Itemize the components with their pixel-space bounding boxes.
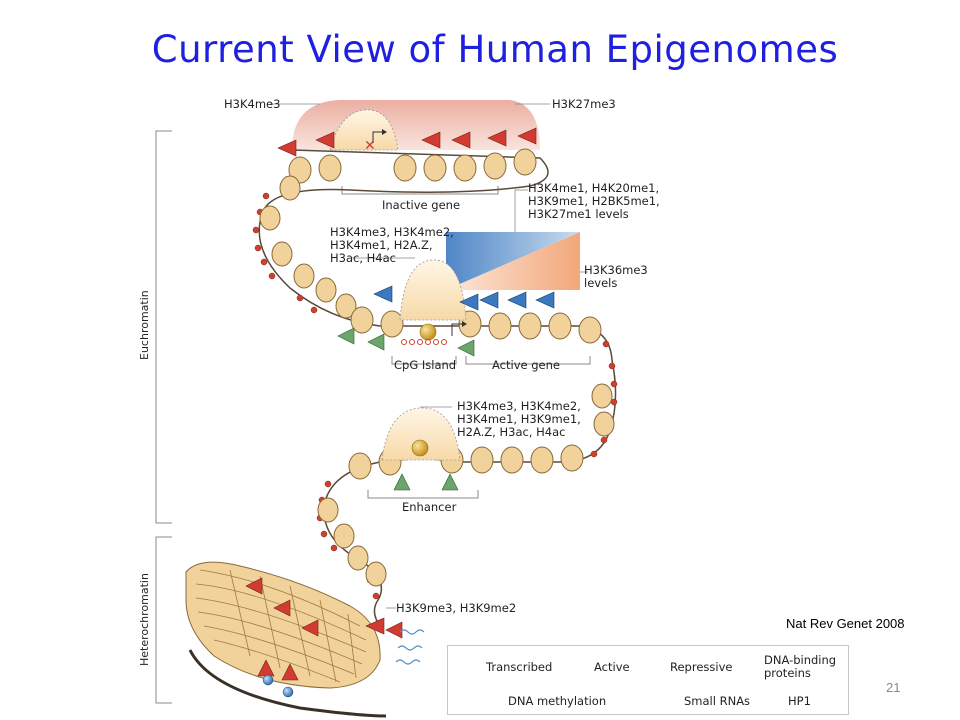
legend-dna-binding: DNA-binding proteins bbox=[764, 653, 837, 680]
heterochromatin-mass bbox=[185, 561, 425, 718]
nucleosomes bbox=[259, 148, 615, 587]
active-flags-promoter bbox=[337, 327, 475, 357]
enhancer-label: Enhancer bbox=[402, 500, 457, 514]
heterochromatin-label: Heterochromatin bbox=[138, 573, 151, 666]
inactive-promoter-cap bbox=[329, 109, 399, 151]
dna-binding-protein-enhancer bbox=[411, 439, 429, 457]
dna-methylation-marks bbox=[252, 192, 618, 600]
legend-active: Active bbox=[594, 660, 630, 674]
inactive-h3k4me3-label: H3K4me3 bbox=[224, 97, 281, 111]
cpg-island-bracket bbox=[391, 356, 457, 365]
inactive-gene-label: Inactive gene bbox=[382, 198, 461, 212]
active-promoter-marks: H3K4me3, H3K4me2, H3K4me1, H2A.Z, H3ac, … bbox=[330, 225, 454, 265]
gradient-top-marks: H3K4me1, H4K20me1, H3K9me1, H2BK5me1, H3… bbox=[528, 181, 660, 221]
gradient-bottom-marks: H3K36me3 levels bbox=[584, 263, 648, 290]
legend-hp1: HP1 bbox=[788, 694, 811, 708]
heterochromatin-bracket bbox=[155, 536, 172, 704]
slide-title: Current View of Human Epigenomes bbox=[151, 28, 839, 71]
cpg-island-label: CpG Island bbox=[394, 358, 457, 372]
chromatin-fiber bbox=[258, 149, 617, 627]
citation: Nat Rev Genet 2008 bbox=[786, 616, 905, 631]
euchromatin-label: Euchromatin bbox=[138, 290, 151, 360]
repressive-flags-inactive bbox=[277, 127, 537, 157]
dna-binding-protein-promoter bbox=[419, 323, 437, 341]
cpg-methylation-row bbox=[401, 339, 447, 345]
euchromatin-bracket bbox=[155, 130, 172, 524]
legend-transcribed: Transcribed bbox=[486, 660, 553, 674]
heterochromatin-marks: H3K9me3, H3K9me2 bbox=[396, 601, 517, 615]
page-number: 21 bbox=[886, 680, 901, 695]
enhancer-marks: H3K4me3, H3K4me2, H3K4me1, H3K9me1, H2A.… bbox=[457, 399, 581, 439]
legend-dna-methylation: DNA methylation bbox=[508, 694, 607, 708]
inactive-h3k27me3-label: H3K27me3 bbox=[552, 97, 616, 111]
transcribed-flags bbox=[373, 285, 555, 311]
active-gene-label: Active gene bbox=[492, 358, 560, 372]
small-rna-squiggles bbox=[395, 629, 425, 665]
enhancer-cap bbox=[381, 407, 461, 461]
active-gene-bracket bbox=[465, 356, 591, 365]
histone-level-gradient bbox=[446, 189, 588, 290]
legend-repressive: Repressive bbox=[670, 660, 733, 674]
inactive-tss-cross: ✕ bbox=[364, 138, 376, 154]
legend-box: Transcribed Active Repressive DNA-bindin… bbox=[447, 645, 849, 715]
legend-small-rnas: Small RNAs bbox=[684, 694, 751, 708]
active-promoter-cap bbox=[399, 259, 467, 321]
active-flags-enhancer bbox=[393, 473, 459, 491]
enhancer-bracket bbox=[367, 490, 479, 499]
